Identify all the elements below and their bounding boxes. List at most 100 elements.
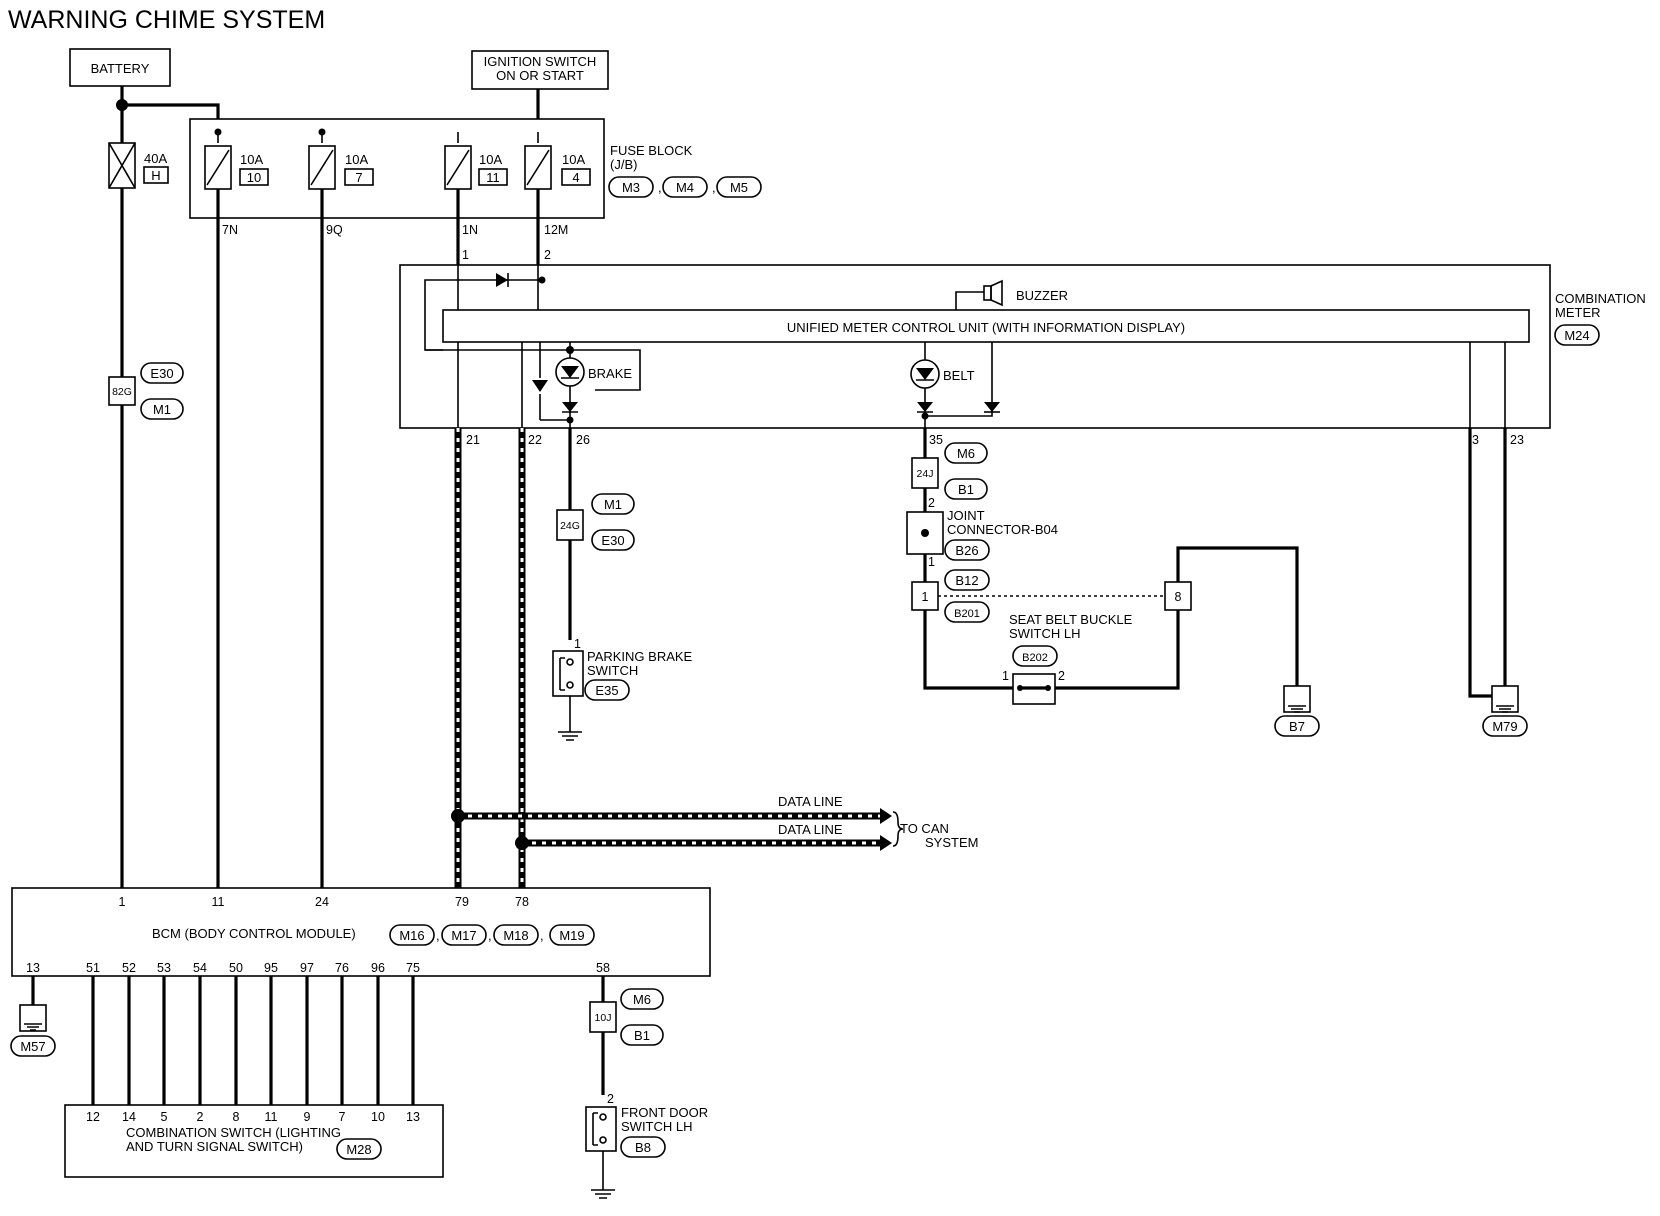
belt-harness-pin: 2 <box>928 496 935 510</box>
combination-meter-label-1: COMBINATION <box>1555 291 1646 306</box>
svg-text:13: 13 <box>26 961 40 975</box>
svg-text:,: , <box>658 180 662 195</box>
combination-meter-label-2: METER <box>1555 305 1601 320</box>
svg-text:E30: E30 <box>150 366 173 381</box>
svg-text:,: , <box>436 928 440 943</box>
svg-text:B1: B1 <box>634 1028 650 1043</box>
svg-text:10J: 10J <box>595 1012 612 1024</box>
can-arrow-1 <box>880 808 892 824</box>
svg-text:1: 1 <box>119 895 126 909</box>
can-brace <box>892 811 904 847</box>
svg-text:4: 4 <box>572 170 579 185</box>
svg-text:,: , <box>712 180 716 195</box>
svg-text:14: 14 <box>122 1110 136 1124</box>
svg-text:12M: 12M <box>544 223 568 237</box>
front-door-label-1: FRONT DOOR <box>621 1105 708 1120</box>
svg-text:11: 11 <box>212 895 225 909</box>
fuse-block-label-2: (J/B) <box>610 157 637 172</box>
battery-label: BATTERY <box>91 61 150 76</box>
fuse-block-label-1: FUSE BLOCK <box>610 143 693 158</box>
svg-text:53: 53 <box>157 961 171 975</box>
svg-text:M19: M19 <box>559 928 584 943</box>
svg-text:9Q: 9Q <box>326 223 343 237</box>
svg-text:82G: 82G <box>112 386 132 398</box>
meter-pin-1: 1 <box>462 248 469 262</box>
seat-belt-label-1: SEAT BELT BUCKLE <box>1009 612 1133 627</box>
ground-icon <box>558 696 582 741</box>
inline-connector-b12-b201: 1 B12 B201 <box>911 569 990 623</box>
ground-m57-icon <box>10 1004 56 1057</box>
front-door-switch-icon <box>585 1106 617 1152</box>
svg-text:E30: E30 <box>601 533 624 548</box>
combination-switch-label-2: AND TURN SIGNAL SWITCH) <box>126 1139 303 1154</box>
unified-meter-control-unit <box>442 309 1530 343</box>
fuse-7: 10A 7 9Q <box>308 145 374 237</box>
svg-text:H: H <box>151 168 160 183</box>
svg-text:7: 7 <box>339 1110 346 1124</box>
brake-lamp-icon <box>555 350 585 400</box>
connector-b26-label: B26 <box>955 543 978 558</box>
ground-b7-icon <box>1274 685 1320 737</box>
connector-b8 <box>620 1136 666 1158</box>
svg-text:M1: M1 <box>153 402 171 417</box>
svg-text:24J: 24J <box>917 468 934 480</box>
svg-text:78: 78 <box>515 895 529 909</box>
svg-text:75: 75 <box>406 961 420 975</box>
svg-text:M17: M17 <box>451 928 476 943</box>
svg-text:96: 96 <box>371 961 385 975</box>
connector-b202 <box>1012 645 1058 667</box>
ground-m79-label: M79 <box>1492 719 1517 734</box>
fuse-11: 10A 11 1N <box>444 145 508 237</box>
svg-text:50: 50 <box>229 961 243 975</box>
joint-connector-label-2: CONNECTOR-B04 <box>947 522 1058 537</box>
svg-text:M5: M5 <box>730 180 748 195</box>
bcm-top-pins: 1 11 24 79 78 <box>119 895 529 909</box>
connector-m28-label: M28 <box>346 1142 371 1157</box>
harness-24g: 24G M1 E30 <box>556 493 635 551</box>
connector-b8-label: B8 <box>635 1140 651 1155</box>
combination-switch <box>64 1104 444 1178</box>
ground-b7-label: B7 <box>1289 719 1305 734</box>
to-can-label-2: SYSTEM <box>925 835 978 850</box>
svg-text:M4: M4 <box>676 180 694 195</box>
svg-text:M18: M18 <box>503 928 528 943</box>
data-line-label-2: DATA LINE <box>778 822 843 837</box>
svg-text:B1: B1 <box>958 482 974 497</box>
umcu-label: UNIFIED METER CONTROL UNIT (WITH INFORMA… <box>787 320 1185 335</box>
connector-e35 <box>584 679 630 701</box>
ground-m57-label: M57 <box>20 1039 45 1054</box>
data-line-label-1: DATA LINE <box>778 794 843 809</box>
bcm-label: BCM (BODY CONTROL MODULE) <box>152 926 356 941</box>
belt-lamp-label: BELT <box>943 368 975 383</box>
svg-text:51: 51 <box>86 961 100 975</box>
meter-pin-3: 3 <box>1472 433 1479 447</box>
svg-text:M3: M3 <box>622 180 640 195</box>
svg-text:,: , <box>540 928 544 943</box>
connector-pin-8-label: 8 <box>1175 590 1182 604</box>
combination-switch-label-1: COMBINATION SWITCH (LIGHTING <box>126 1125 341 1140</box>
fuse-block-connectors: M3 , M4 , M5 <box>608 176 762 198</box>
svg-text:5: 5 <box>161 1110 168 1124</box>
svg-text:9: 9 <box>304 1110 311 1124</box>
svg-text:1: 1 <box>922 590 929 604</box>
svg-text:10A: 10A <box>345 152 368 167</box>
connector-m24 <box>1554 324 1600 346</box>
parking-brake-pin: 1 <box>574 637 581 651</box>
connector-e35-label: E35 <box>595 683 618 698</box>
connector-b202-label: B202 <box>1022 652 1048 664</box>
to-can-label-1: TO CAN <box>900 821 949 836</box>
ignition-switch-box <box>471 50 609 90</box>
svg-text:10: 10 <box>247 170 261 185</box>
svg-text:M1: M1 <box>604 497 622 512</box>
ignition-label-1: IGNITION SWITCH <box>484 54 597 69</box>
meter-pin-21: 21 <box>466 433 480 447</box>
svg-text:10A: 10A <box>240 152 263 167</box>
svg-text:B12: B12 <box>955 573 978 588</box>
seat-belt-pin-2: 2 <box>1058 669 1065 683</box>
meter-pin-35: 35 <box>929 433 943 447</box>
svg-text:2: 2 <box>197 1110 204 1124</box>
svg-text:7: 7 <box>355 170 362 185</box>
svg-text:24G: 24G <box>560 520 580 532</box>
svg-text:10A: 10A <box>479 152 502 167</box>
bcm-connectors: M16 , M17 , M18 , M19 <box>389 924 595 946</box>
